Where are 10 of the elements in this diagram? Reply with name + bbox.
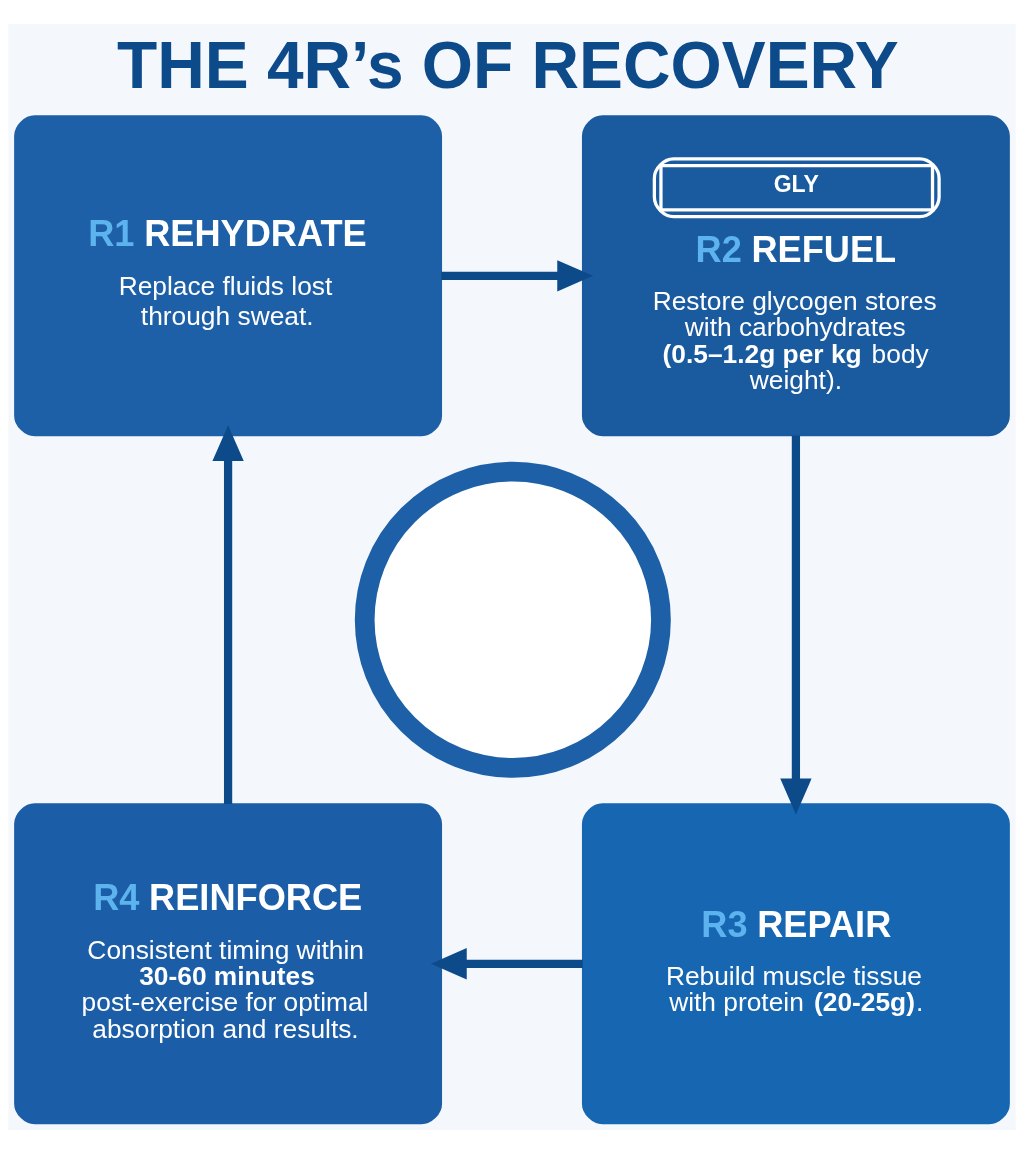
diagram-title: THE 4R’s OF RECOVERY — [117, 28, 899, 103]
node-box: GLY R2 REFUEL Restore glycogen stores with carbohydrates (0.5–1.2g per kg body weight). — [581, 115, 1010, 437]
arrow — [780, 435, 812, 815]
arrow — [430, 948, 583, 980]
node-circle — [354, 461, 671, 778]
arrow — [441, 260, 594, 292]
arrow — [212, 425, 244, 805]
node-box: R3 REPAIR Rebuild muscle tissue with protein (20-25g). — [581, 803, 1010, 1125]
node-box: R1 REHYDRATE Replace fluids lost through sweat. — [14, 115, 443, 437]
node-box: R4 REINFORCE Consistent timing within 30-60 minutes post-exercise for optimal absorption and results. — [14, 803, 443, 1125]
